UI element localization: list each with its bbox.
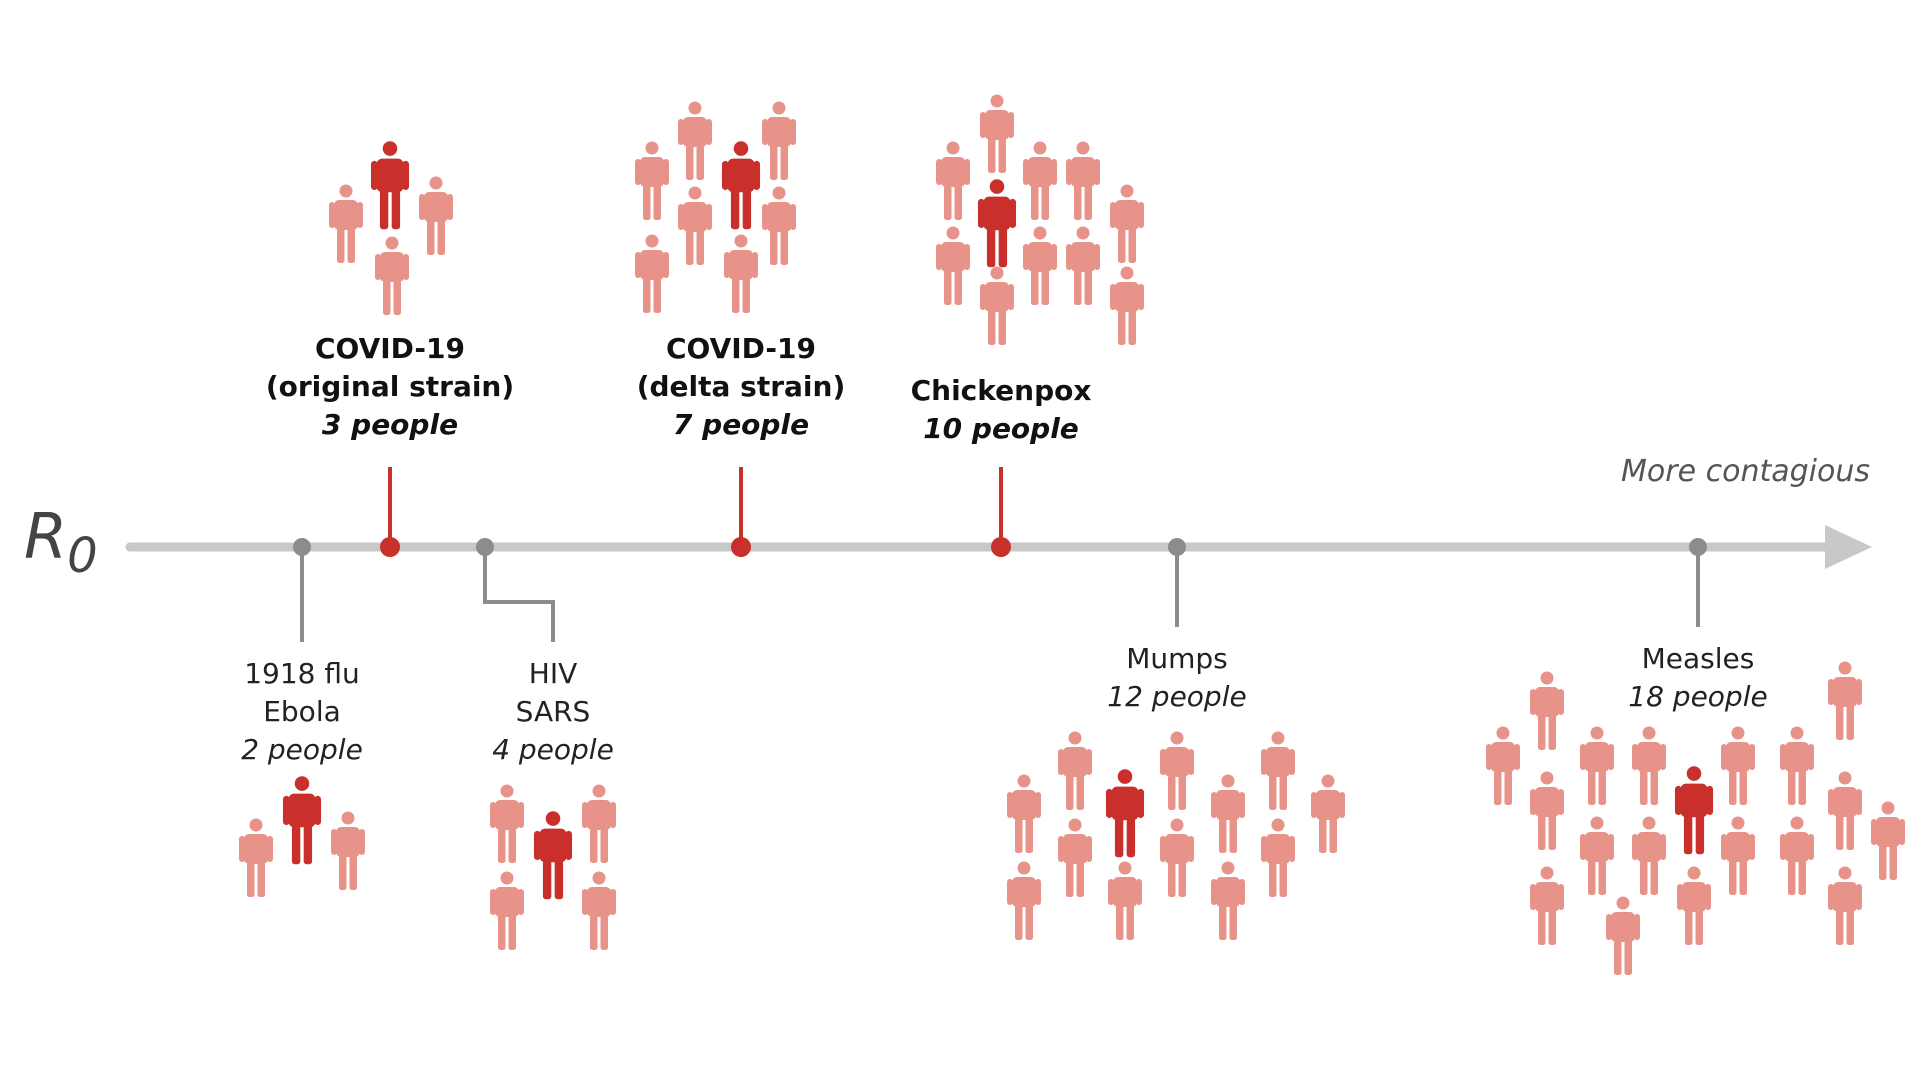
person-icon bbox=[331, 811, 365, 890]
person-icon bbox=[678, 186, 712, 265]
r0-marker-flu-ebola bbox=[293, 538, 311, 556]
axis-title: R0 bbox=[24, 500, 98, 584]
person-icon bbox=[980, 266, 1014, 345]
person-icon bbox=[1007, 774, 1041, 853]
direction-note: More contagious bbox=[1621, 454, 1870, 489]
person-icon bbox=[375, 236, 409, 315]
r0-marker-chickenpox bbox=[991, 537, 1011, 557]
person-icon bbox=[1780, 726, 1814, 805]
person-icon bbox=[635, 234, 669, 313]
person-icon bbox=[1261, 818, 1295, 897]
person-icon bbox=[1023, 226, 1057, 305]
disease-name: Measles bbox=[1641, 642, 1755, 675]
person-icon bbox=[936, 226, 970, 305]
people-count: 10 people bbox=[923, 412, 1079, 445]
disease-label-measles: Measles 18 people bbox=[1538, 640, 1858, 716]
marker-stem bbox=[483, 547, 555, 642]
person-icon bbox=[1007, 861, 1041, 940]
person-icon bbox=[1261, 731, 1295, 810]
people-count: 2 people bbox=[241, 733, 363, 766]
person-icon bbox=[936, 141, 970, 220]
person-icon bbox=[1211, 861, 1245, 940]
person-icon bbox=[1871, 801, 1905, 880]
r0-marker-covid-delta bbox=[731, 537, 751, 557]
person-icon bbox=[282, 776, 322, 865]
person-icon bbox=[1721, 816, 1755, 895]
person-icon bbox=[1721, 726, 1755, 805]
disease-label-covid-original: COVID-19 (original strain) 3 people bbox=[230, 330, 550, 444]
person-icon bbox=[1677, 866, 1711, 945]
r0-marker-hiv-sars bbox=[476, 538, 494, 556]
person-icon bbox=[721, 141, 761, 230]
person-icon bbox=[419, 176, 453, 255]
disease-name: 1918 flu Ebola bbox=[244, 657, 360, 728]
disease-name: Chickenpox bbox=[910, 374, 1092, 407]
person-icon bbox=[329, 184, 363, 263]
person-icon bbox=[1828, 771, 1862, 850]
r0-marker-mumps bbox=[1168, 538, 1186, 556]
r0-marker-measles bbox=[1689, 538, 1707, 556]
people-count: 18 people bbox=[1628, 680, 1768, 713]
disease-label-flu-ebola: 1918 flu Ebola 2 people bbox=[142, 655, 462, 769]
person-icon bbox=[1023, 141, 1057, 220]
person-icon bbox=[1108, 861, 1142, 940]
person-icon bbox=[980, 94, 1014, 173]
person-icon bbox=[1530, 866, 1564, 945]
person-icon bbox=[1606, 896, 1640, 975]
disease-name: HIV SARS bbox=[515, 657, 591, 728]
person-icon bbox=[1530, 671, 1564, 750]
person-icon bbox=[582, 871, 616, 950]
person-icon bbox=[239, 818, 273, 897]
disease-label-chickenpox: Chickenpox 10 people bbox=[841, 372, 1161, 448]
person-icon bbox=[490, 784, 524, 863]
people-count: 4 people bbox=[492, 733, 614, 766]
person-icon bbox=[724, 234, 758, 313]
person-icon bbox=[1066, 141, 1100, 220]
person-icon bbox=[635, 141, 669, 220]
person-icon bbox=[762, 101, 796, 180]
person-icon bbox=[1580, 726, 1614, 805]
disease-label-covid-delta: COVID-19 (delta strain) 7 people bbox=[581, 330, 901, 444]
people-count: 7 people bbox=[672, 408, 810, 441]
person-icon bbox=[1066, 226, 1100, 305]
disease-label-hiv-sars: HIV SARS 4 people bbox=[393, 655, 713, 769]
axis-arrow-icon bbox=[1825, 525, 1872, 569]
person-icon bbox=[1780, 816, 1814, 895]
person-icon bbox=[1632, 816, 1666, 895]
person-icon bbox=[1160, 731, 1194, 810]
person-icon bbox=[1632, 726, 1666, 805]
person-icon bbox=[1058, 731, 1092, 810]
person-icon bbox=[1058, 818, 1092, 897]
person-icon bbox=[1828, 661, 1862, 740]
disease-label-mumps: Mumps 12 people bbox=[1017, 640, 1337, 716]
disease-name: COVID-19 (original strain) bbox=[265, 332, 515, 403]
person-icon bbox=[1580, 816, 1614, 895]
person-icon bbox=[1311, 774, 1345, 853]
person-icon bbox=[977, 179, 1017, 268]
person-icon bbox=[1211, 774, 1245, 853]
person-icon bbox=[370, 141, 410, 230]
person-icon bbox=[1105, 769, 1145, 858]
person-icon bbox=[582, 784, 616, 863]
person-icon bbox=[533, 811, 573, 900]
person-icon bbox=[1530, 771, 1564, 850]
people-count: 3 people bbox=[321, 408, 459, 441]
person-icon bbox=[1486, 726, 1520, 805]
person-icon bbox=[1160, 818, 1194, 897]
person-icon bbox=[1110, 266, 1144, 345]
people-count: 12 people bbox=[1107, 680, 1247, 713]
person-icon bbox=[1828, 866, 1862, 945]
disease-name: COVID-19 (delta strain) bbox=[636, 332, 846, 403]
r0-marker-covid-original bbox=[380, 537, 400, 557]
person-icon bbox=[762, 186, 796, 265]
person-icon bbox=[1674, 766, 1714, 855]
person-icon bbox=[490, 871, 524, 950]
person-icon bbox=[1110, 184, 1144, 263]
person-icon bbox=[678, 101, 712, 180]
disease-name: Mumps bbox=[1126, 642, 1228, 675]
